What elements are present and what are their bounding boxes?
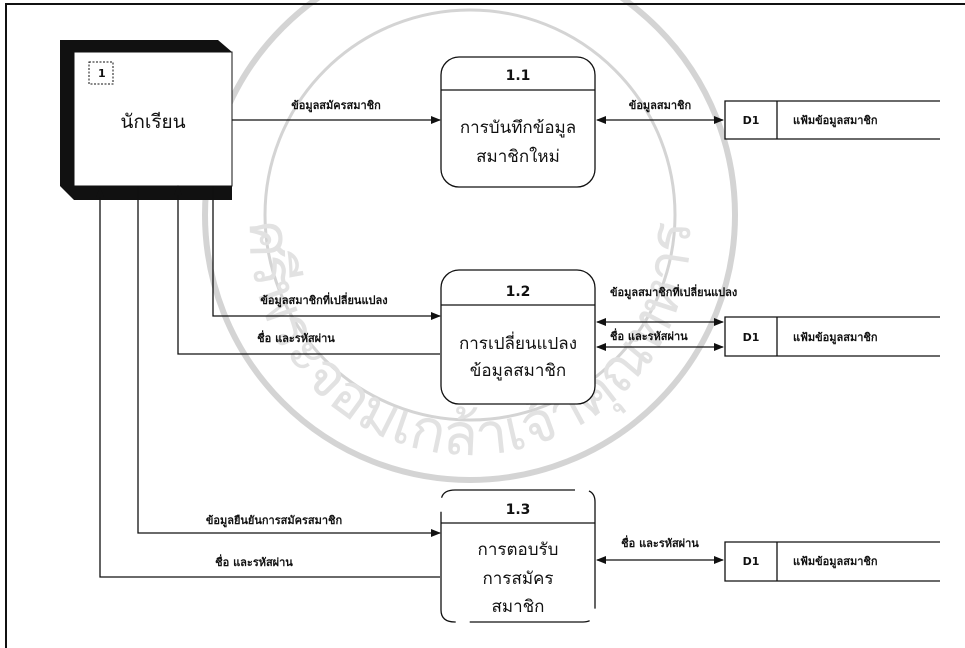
- flow-label: ชื่อ และรหัสผ่าน: [215, 554, 293, 569]
- entity-number: 1: [98, 67, 106, 80]
- process-id: 1.1: [506, 68, 531, 84]
- flow-entity-to-1-2: ข้อมูลสมาชิกที่เปลี่ยนแปลง: [212, 186, 441, 320]
- flow-1-2-datastore-bottom: ชื่อ และรหัสผ่าน: [596, 328, 724, 351]
- entity-number-box: [88, 61, 114, 85]
- datastore-id: D1: [743, 331, 760, 344]
- process-name-line1: การเปลี่ยนแปลง: [459, 331, 577, 354]
- flow-entity-to-1-3: ข้อมูลยืนยันการสมัครสมาชิก: [137, 186, 441, 537]
- process-name-line1: การตอบรับ: [478, 540, 559, 560]
- flow-1-3-datastore: ชื่อ และรหัสผ่าน: [596, 535, 724, 564]
- datastore-3: D1 แฟ้มข้อมูลสมาชิก: [724, 541, 940, 582]
- process-1-1: 1.1 การบันทึกข้อมูล สมาชิกใหม่: [440, 56, 596, 188]
- process-id: 1.2: [506, 284, 531, 300]
- flow-label: ข้อมูลสมาชิก: [629, 99, 692, 113]
- datastore-name: แฟ้มข้อมูลสมาชิก: [793, 331, 878, 345]
- flow-label: ชื่อ และรหัสผ่าน: [257, 330, 335, 345]
- process-name-line2: ข้อมูลสมาชิก: [470, 361, 566, 381]
- datastore-name: แฟ้มข้อมูลสมาชิก: [793, 555, 878, 569]
- process-1-3: 1.3 การตอบรับ การสมัคร สมาชิก: [440, 489, 596, 623]
- flow-label: ข้อมูลยืนยันการสมัครสมาชิก: [206, 514, 343, 528]
- flow-1-2-to-entity: ชื่อ และรหัสผ่าน: [174, 185, 440, 355]
- diagram-frame: [5, 3, 965, 648]
- entity-name: นักเรียน: [120, 111, 185, 133]
- process-name-line3: สมาชิก: [492, 597, 545, 617]
- flow-label: ข้อมูลสมาชิกที่เปลี่ยนแปลง: [260, 292, 387, 308]
- flow-entity-to-1-1: ข้อมูลสมัครสมาชิก: [232, 99, 441, 124]
- process-1-2: 1.2 การเปลี่ยนแปลง ข้อมูลสมาชิก: [440, 269, 596, 405]
- flow-1-1-datastore: ข้อมูลสมาชิก: [596, 99, 724, 124]
- flow-1-2-datastore-top: ข้อมูลสมาชิกที่เปลี่ยนแปลง: [596, 284, 737, 326]
- process-name-line2: การสมัคร: [482, 569, 553, 589]
- flow-1-3-to-entity: ชื่อ และรหัสผ่าน: [96, 187, 440, 578]
- datastore-name: แฟ้มข้อมูลสมาชิก: [793, 114, 878, 128]
- flow-label: ข้อมูลสมาชิกที่เปลี่ยนแปลง: [610, 284, 737, 300]
- process-name-line1: การบันทึกข้อมูล: [460, 118, 576, 138]
- flow-label: ชื่อ และรหัสผ่าน: [610, 328, 688, 343]
- datastore-1: D1 แฟ้มข้อมูลสมาชิก: [724, 100, 940, 140]
- datastore-2: D1 แฟ้มข้อมูลสมาชิก: [724, 316, 940, 357]
- external-entity: 1 นักเรียน: [60, 40, 233, 200]
- datastore-id: D1: [743, 555, 760, 568]
- process-id: 1.3: [506, 502, 531, 518]
- flow-label: ข้อมูลสมัครสมาชิก: [291, 99, 381, 113]
- datastore-id: D1: [743, 114, 760, 127]
- flow-label: ชื่อ และรหัสผ่าน: [621, 535, 699, 550]
- process-name-line2: สมาชิกใหม่: [476, 146, 560, 167]
